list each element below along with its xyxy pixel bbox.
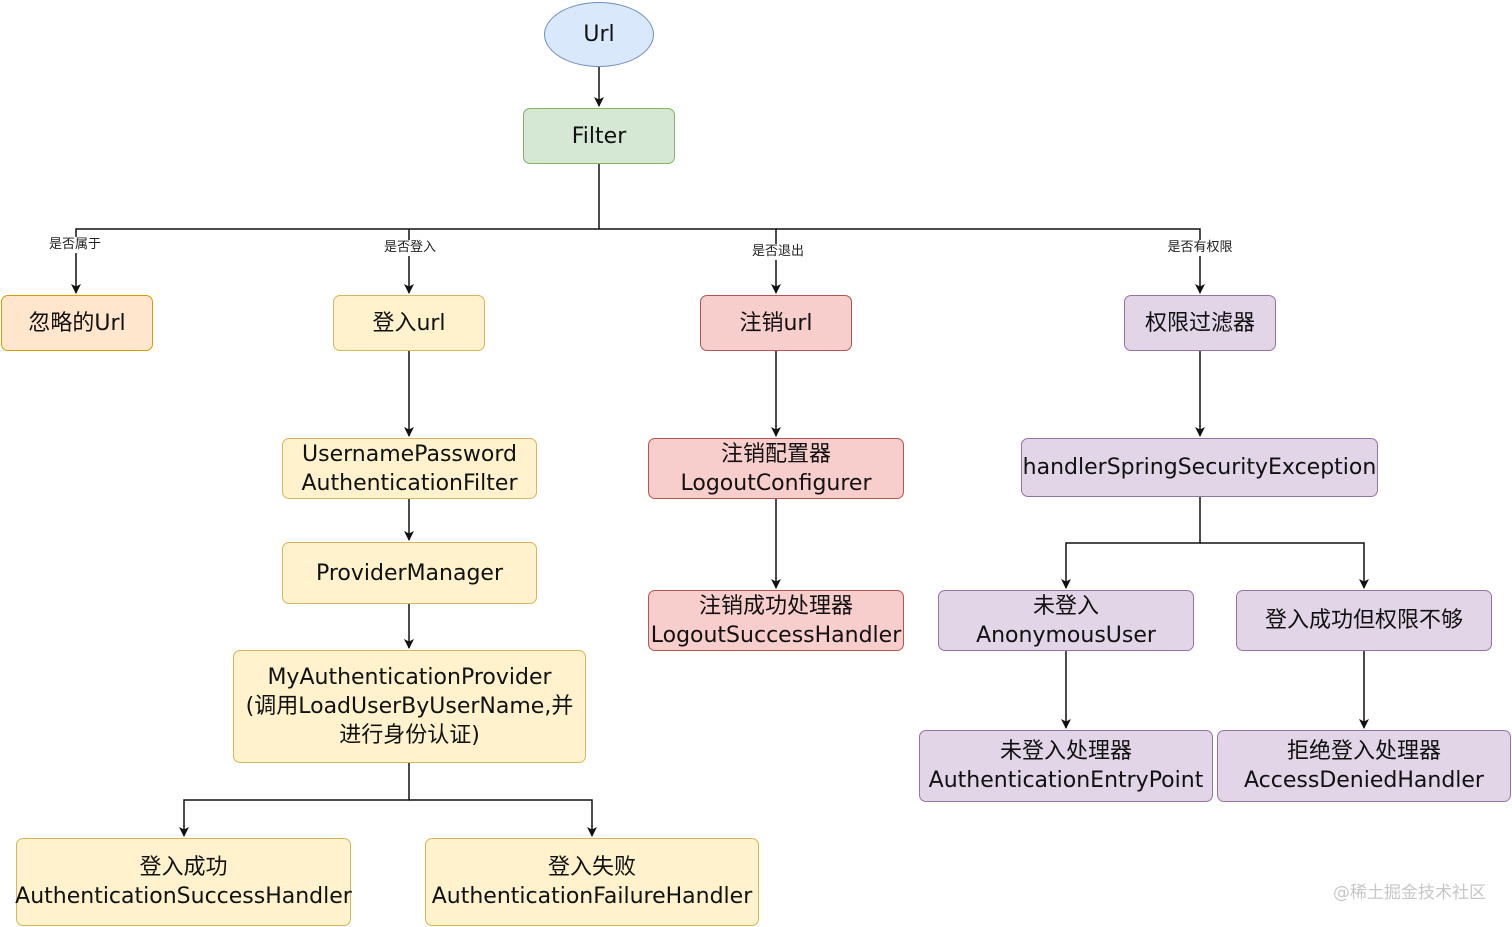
node-login-failure: 登入失败 AuthenticationFailureHandler [425, 838, 759, 926]
node-url: Url [544, 2, 654, 67]
edge-filter-ignore-url [71, 228, 599, 294]
node-permission-filter: 权限过滤器 [1124, 295, 1276, 351]
node-logout-success-handler: 注销成功处理器 LogoutSuccessHandler [648, 590, 904, 651]
node-authentication-entry-point: 未登入处理器 AuthenticationEntryPoint [919, 730, 1213, 802]
edge-label-is-logout: 是否退出 [749, 244, 807, 260]
node-provider-manager: ProviderManager [282, 542, 537, 604]
node-logout-url: 注销url [700, 295, 852, 351]
edge-label-has-permission: 是否有权限 [1165, 240, 1235, 256]
edge-my-provider-failure [409, 799, 597, 837]
node-anonymous-user: 未登入 AnonymousUser [938, 590, 1194, 651]
edge-filter-logout-url [599, 228, 781, 294]
watermark: @稀土掘金技术社区 [1333, 883, 1486, 903]
node-login-url: 登入url [333, 295, 485, 351]
edge-label-is-login: 是否登入 [381, 240, 439, 256]
edge-filter-permission-filter [776, 228, 1205, 294]
node-filter: Filter [523, 108, 675, 164]
node-access-denied-handler: 拒绝登入处理器 AccessDeniedHandler [1217, 730, 1511, 802]
node-logout-configurer: 注销配置器 LogoutConfigurer [648, 438, 904, 499]
node-my-authentication-provider: MyAuthenticationProvider (调用LoadUserByUs… [233, 650, 586, 763]
node-username-password-filter: UsernamePassword AuthenticationFilter [282, 438, 537, 499]
edge-exception-no-permission [1200, 542, 1369, 589]
edge-my-provider-success [179, 763, 410, 837]
node-ignore-url: 忽略的Url [1, 295, 153, 351]
node-handler-spring-security-exception: handlerSpringSecurityException [1021, 438, 1378, 497]
node-login-success: 登入成功 AuthenticationSuccessHandler [15, 838, 352, 926]
node-login-no-permission: 登入成功但权限不够 [1236, 590, 1492, 651]
edge-label-is-ignored: 是否属于 [46, 237, 104, 253]
edge-exception-anonymous [1061, 497, 1201, 589]
